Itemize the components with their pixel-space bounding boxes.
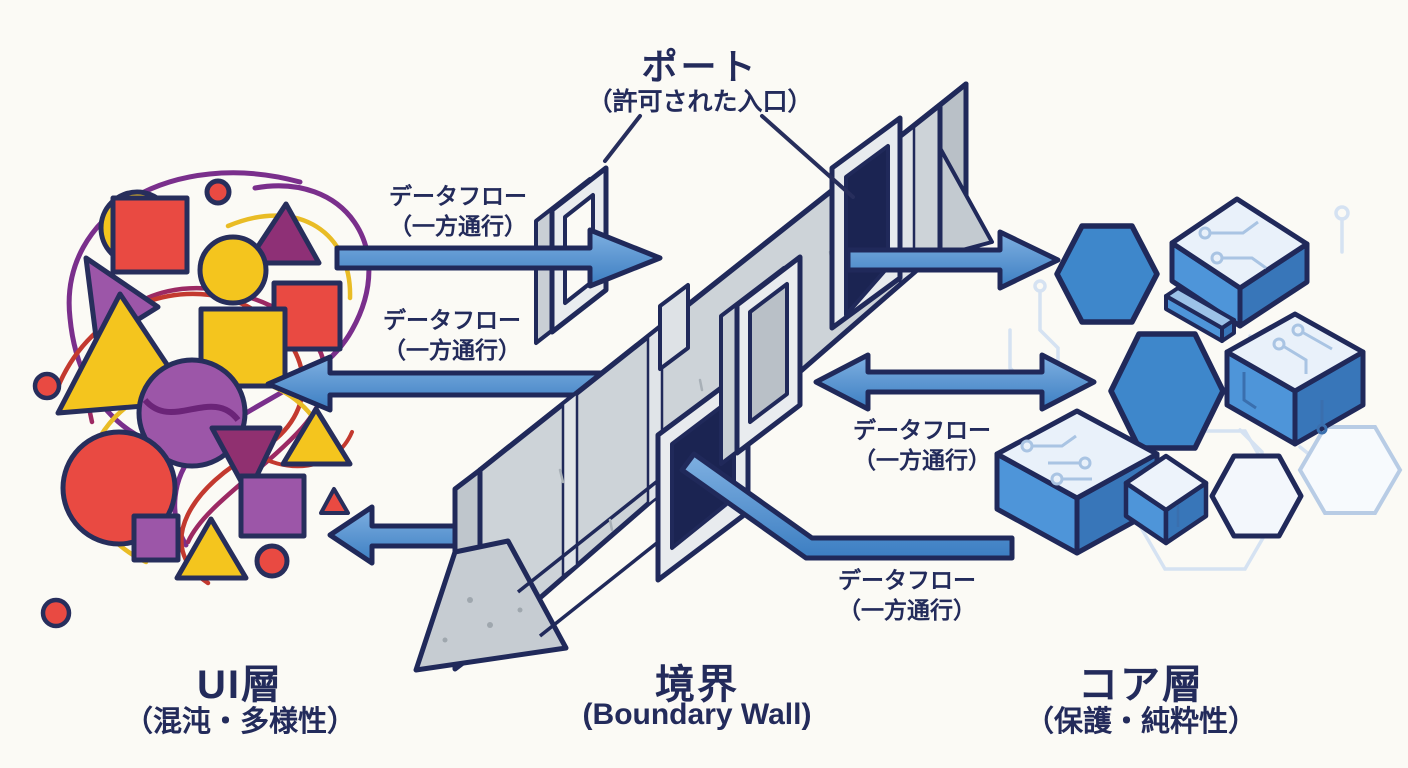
flow-label-line2: （一方通行） <box>389 212 527 239</box>
core-bar-icon <box>1164 286 1236 343</box>
chaos-shapes-icon <box>32 178 353 629</box>
flow-label-line1: データフロー <box>389 183 527 209</box>
flow-label-line2: （一方通行） <box>838 596 976 623</box>
circuit-trace-icon <box>1242 323 1333 435</box>
data-flow-arrow-middle-left <box>265 354 608 413</box>
data-flow-arrow-top-right <box>845 229 1061 291</box>
port-leader-lines-icon <box>603 114 855 199</box>
flow-label-line1: データフロー <box>383 307 521 333</box>
flow-label-line1: データフロー <box>853 417 991 443</box>
ui-layer-subtitle: （混沌・多様性） <box>123 706 357 738</box>
data-flow-arrow-bottom-left <box>327 504 475 566</box>
port-label-title: ポート <box>641 46 759 87</box>
data-flow-arrow-middle-double <box>813 352 1097 412</box>
flow-label-bottom: データフロー （一方通行） <box>838 566 976 626</box>
data-flow-bar-bottom-right <box>679 451 1015 561</box>
circuit-trace-icon <box>1020 434 1092 486</box>
circuit-trace-icon <box>1198 220 1267 270</box>
port-frame-middle-icon <box>658 254 803 466</box>
flow-label-line2: （一方通行） <box>853 446 991 473</box>
core-cube-icon <box>1169 196 1310 329</box>
core-hexagon-icon <box>1054 223 1304 539</box>
ui-layer-title: UI層 <box>197 663 283 707</box>
flow-label-middle-right: データフロー （一方通行） <box>853 416 991 476</box>
flow-label-top: データフロー （一方通行） <box>389 182 527 242</box>
core-cube-icon <box>1123 453 1209 546</box>
data-flow-arrow-top-left <box>334 227 663 289</box>
boundary-layer-subtitle: (Boundary Wall) <box>582 698 812 731</box>
port-label-subtitle: （許可された入口） <box>587 88 813 116</box>
core-layer-subtitle: （保護・純粋性） <box>1024 706 1258 738</box>
core-layer-title: コア層 <box>1078 663 1204 707</box>
flow-label-middle-left: データフロー （一方通行） <box>383 306 521 366</box>
wall-door-top-icon <box>829 115 903 331</box>
flow-label-line2: （一方通行） <box>383 336 521 363</box>
faint-hexagon-icon <box>1297 425 1403 515</box>
flow-label-line1: データフロー <box>838 567 976 593</box>
boundary-layer-title: 境界 <box>655 663 739 707</box>
